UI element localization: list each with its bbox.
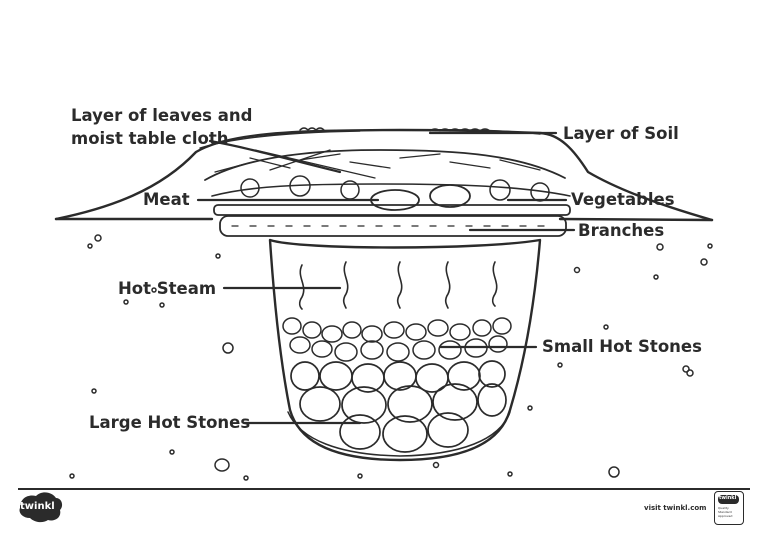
steam-wisp	[342, 261, 349, 309]
pit-floor	[287, 411, 511, 457]
visit-link[interactable]: visit twinkl.com	[644, 504, 707, 512]
vegetable	[489, 179, 511, 201]
label-small-hot-stones: Small Hot Stones	[542, 337, 702, 356]
badge-brand: twinkl	[719, 495, 737, 501]
twinkl-logo[interactable]: twinkl	[20, 501, 55, 512]
leaves-layer	[204, 149, 566, 181]
badge-header	[718, 495, 739, 504]
pit-outline	[268, 238, 542, 462]
label-vegetables: Vegetables	[571, 190, 675, 209]
branches-layer	[219, 215, 567, 237]
meat-piece-2	[429, 184, 471, 208]
ground-pebbles	[69, 234, 713, 481]
vegetable	[289, 175, 311, 197]
label-large-hot-stones: Large Hot Stones	[89, 413, 251, 432]
steam-wisp	[444, 261, 451, 309]
large-stones	[290, 360, 507, 453]
cloth-layer	[213, 204, 571, 216]
label-soil: Layer of Soil	[563, 124, 679, 143]
badge-text: Quality Standard Approved	[718, 506, 733, 518]
label-leaves-line2: moist table cloth	[71, 129, 229, 148]
soil-bumps	[299, 127, 491, 132]
leader-line-leaves	[208, 139, 342, 174]
small-stones	[282, 317, 512, 362]
leaf-veins	[214, 149, 541, 179]
ground-surface-line	[54, 217, 714, 222]
label-meat: Meat	[143, 190, 190, 209]
label-leaves-line1: Layer of leaves and	[71, 106, 253, 125]
steam-wisp	[396, 261, 403, 309]
steam-wisp	[491, 261, 498, 307]
quality-badge: twinkl Quality Standard Approved	[714, 491, 744, 525]
footer-divider	[18, 488, 750, 490]
steam-wisp	[298, 264, 305, 310]
label-hot-steam: Hot Steam	[118, 279, 217, 298]
food-layer-outline	[211, 183, 571, 197]
vegetable	[240, 178, 260, 198]
label-branches: Branches	[578, 221, 665, 240]
twinkl-logo-shape	[19, 492, 63, 523]
